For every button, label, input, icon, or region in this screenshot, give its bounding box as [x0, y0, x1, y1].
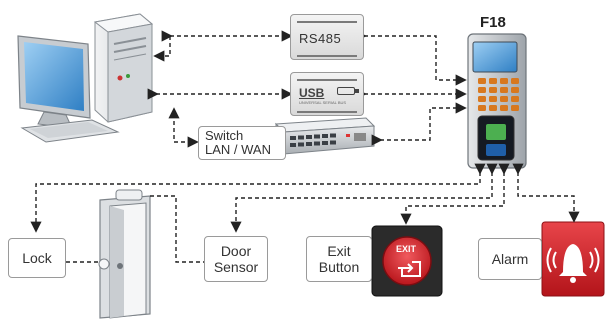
- link-f18-exit: [400, 163, 510, 225]
- exit-button-line2: Button: [318, 259, 360, 275]
- usb-plug-tip: [354, 89, 359, 93]
- alarm-label-text: Alarm: [491, 251, 529, 267]
- link-door-sensor: [150, 195, 204, 263]
- lock-label-text: Lock: [22, 250, 52, 266]
- usb-port: USB UNIVERSAL SERIAL BUS: [290, 72, 364, 116]
- lock-label: Lock: [8, 238, 66, 278]
- exit-icon-text: EXIT: [396, 244, 417, 254]
- switch-label-line2: LAN / WAN: [205, 142, 271, 157]
- switch-label-line1: Switch: [205, 128, 244, 143]
- door-icon: [98, 189, 151, 319]
- alarm-label: Alarm: [478, 238, 542, 280]
- network-switch-icon: [274, 117, 376, 156]
- door-sensor-label: Door Sensor: [204, 236, 268, 282]
- computer-icon: [17, 13, 154, 143]
- link-pc-rs485-left: [153, 36, 171, 62]
- link-pc-switch: [173, 114, 199, 148]
- link-f18-alarm: [512, 163, 580, 223]
- link-switch-f18: [371, 102, 467, 146]
- rs485-label: RS485: [299, 31, 342, 46]
- exit-button-icon: [371, 225, 443, 297]
- usb-plug-icon: [337, 87, 355, 95]
- usb-sublabel: UNIVERSAL SERIAL BUS: [299, 100, 347, 105]
- keypad: [478, 78, 519, 111]
- rs485-port: RS485: [290, 14, 364, 60]
- exit-button-line1: Exit: [327, 243, 351, 259]
- door-sensor-line2: Sensor: [213, 259, 259, 275]
- f18-terminal: [467, 33, 527, 169]
- exit-button-label: Exit Button: [306, 236, 372, 282]
- usb-label: USB: [299, 86, 325, 100]
- connectors: [30, 30, 580, 263]
- alarm-icon: [541, 221, 605, 297]
- switch-label: Switch LAN / WAN: [198, 126, 286, 160]
- link-f18-door-sensor: [230, 163, 498, 233]
- f18-label: F18: [480, 14, 506, 31]
- door-sensor-line1: Door: [220, 243, 252, 259]
- link-rs485-f18: [355, 30, 467, 86]
